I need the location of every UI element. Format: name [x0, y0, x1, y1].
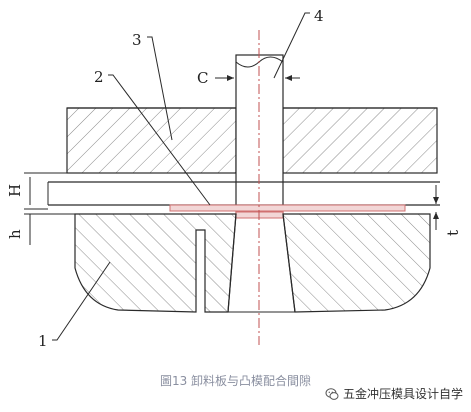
upper-plate — [66, 107, 438, 174]
watermark: 五金冲压模具设计自学 — [325, 385, 463, 402]
die-block — [74, 213, 431, 313]
dimension-h — [24, 172, 67, 210]
label-part-4: 4 — [314, 7, 324, 25]
label-dimension-h-lower: h — [6, 229, 24, 239]
dimension-h-lower — [24, 213, 75, 245]
watermark-text: 五金冲压模具设计自学 — [342, 387, 463, 401]
label-dimension-t: t — [444, 230, 462, 236]
label-dimension-h-upper: H — [6, 184, 24, 197]
leader-lines — [52, 12, 310, 341]
label-part-1: 1 — [38, 332, 48, 350]
label-part-3: 3 — [132, 31, 142, 49]
label-part-2: 2 — [94, 68, 104, 86]
wechat-icon — [325, 387, 339, 400]
label-clearance-c: C — [197, 69, 208, 87]
figure-caption: 圖13 卸料板与凸模配合間隙 — [159, 374, 312, 388]
